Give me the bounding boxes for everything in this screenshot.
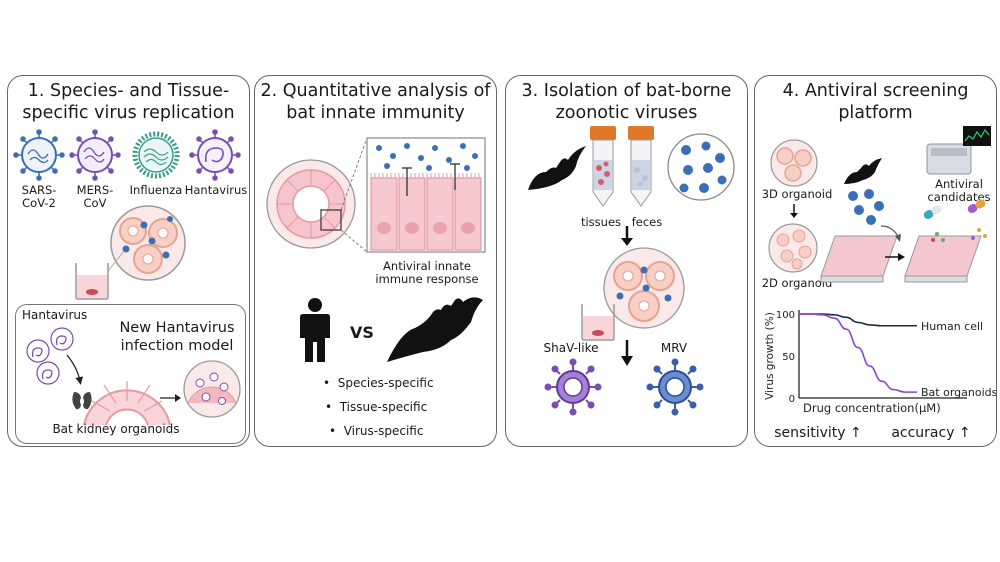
treated-plate-icon: [904, 235, 982, 283]
panel-3-title: 3. Isolation of bat-borne zoonotic virus…: [521, 81, 732, 123]
bat-icon: [387, 297, 483, 362]
sensitivity-label: sensitivity ↑: [774, 425, 862, 441]
chart-y-axis-label: Virus growth (%): [764, 312, 776, 400]
chart-series-line-human-cell: [798, 313, 917, 327]
panel-2-title: 2. Quantitative analysis of bat innate i…: [260, 81, 491, 123]
mrv-virus-icon: [646, 358, 704, 416]
mers-cov-icon: [69, 129, 121, 181]
panel-1-title: 1. Species- and Tissue- specific virus r…: [22, 81, 235, 123]
hantavirus-particles-icon: [26, 327, 83, 385]
arrow-icon: [160, 394, 181, 402]
feces-label: feces: [631, 215, 663, 229]
hantavirus-icon: [189, 129, 241, 181]
hantavirus-label: Hantavirus: [184, 183, 248, 197]
antiviral-response-caption: Antiviral innate immune response: [375, 259, 479, 286]
infected-organoid-culture-icon: [603, 247, 685, 329]
antiviral-candidates-label: Antiviral candidates: [927, 177, 991, 204]
mrv-label: MRV: [660, 341, 688, 355]
panel-virus-isolation: 3. Isolation of bat-borne zoonotic virus…: [505, 75, 748, 447]
influenza-icon: [132, 131, 180, 179]
3d-organoid-label: 3D organoid: [761, 187, 833, 201]
plate-arrow-icon: [880, 225, 901, 242]
zoom-lines: [340, 137, 368, 253]
well-plate-icon: [820, 235, 898, 283]
virus-growth-chart: 100 50 0 Virus growth (%) Drug concentration…: [764, 310, 996, 415]
chart-series-line-bat-organoids: [798, 313, 917, 393]
tissue-cross-section-icon: [266, 159, 356, 249]
chart-y-tick-label: 0: [789, 394, 795, 405]
chart-x-axis-label: Drug concentration(μM): [803, 401, 941, 415]
3d-organoid-icon: [770, 139, 818, 187]
panel-4-title: 4. Antiviral screening platform: [782, 81, 969, 123]
bullet-tissue: • Tissue-specific: [325, 400, 428, 414]
virus-cluster-icon: [848, 189, 884, 225]
panel-antiviral-screening: 4. Antiviral screening platform 3D organ…: [754, 75, 997, 447]
human-icon: [300, 298, 330, 362]
chart-series-label: Human cell: [921, 320, 983, 333]
virus-sample-circle-icon: [667, 133, 735, 201]
small-down-arrow-icon: [790, 204, 798, 218]
kidney-organoid-icon: [83, 381, 171, 426]
tissues-label: tissues: [580, 215, 622, 229]
bat-silhouette-icon: [528, 146, 586, 190]
bat-small-icon: [844, 158, 882, 184]
epithelium-zoom-icon: [366, 137, 486, 253]
hantavirus-model-box: Hantavirus New Hantavirus infection mode…: [15, 304, 246, 444]
culture-well-2-icon: [581, 304, 615, 341]
tissues-tube-icon: [590, 126, 616, 207]
panel-species-tissue: 1. Species- and Tissue- specific virus r…: [7, 75, 250, 447]
influenza-label: Influenza: [129, 183, 183, 197]
vs-label: VS: [350, 323, 374, 342]
2d-organoid-icon: [768, 223, 818, 273]
drug-capsules-icon: [923, 199, 987, 242]
organoid-magnified-icon: [110, 205, 186, 281]
mers-cov-label: MERS- CoV: [76, 183, 114, 210]
right-arrow-icon: [885, 253, 905, 261]
bullet-species: • Species-specific: [323, 376, 434, 390]
bat-kidney-organoids-label: Bat kidney organoids: [52, 422, 180, 436]
sars-cov-2-icon: [13, 129, 65, 181]
infected-organoid-icon: [183, 360, 241, 418]
chart-series-label: Bat organoids: [921, 386, 997, 399]
chart-y-tick-label: 50: [782, 352, 795, 363]
sub-hantavirus-label: Hantavirus: [22, 308, 88, 322]
panel-innate-immunity: 2. Quantitative analysis of bat innate i…: [254, 75, 497, 447]
2d-organoid-label: 2D organoid: [761, 276, 833, 290]
chart-y-tick-label: 100: [776, 310, 795, 321]
shav-label: ShaV-like: [543, 341, 599, 355]
culture-well-icon: [75, 250, 125, 300]
down-arrow-2-icon: [621, 340, 633, 366]
down-arrow-icon: [621, 226, 633, 246]
sars-cov-2-label: SARS- CoV-2: [21, 183, 57, 210]
shav-like-virus-icon: [544, 358, 602, 416]
bullet-virus: • Virus-specific: [329, 424, 424, 438]
feces-tube-icon: [628, 126, 654, 207]
accuracy-label: accuracy ↑: [891, 425, 971, 441]
kidney-icon: [72, 392, 92, 410]
sub-title: New Hantavirus infection model: [119, 320, 235, 354]
plate-reader-icon: [926, 126, 991, 175]
